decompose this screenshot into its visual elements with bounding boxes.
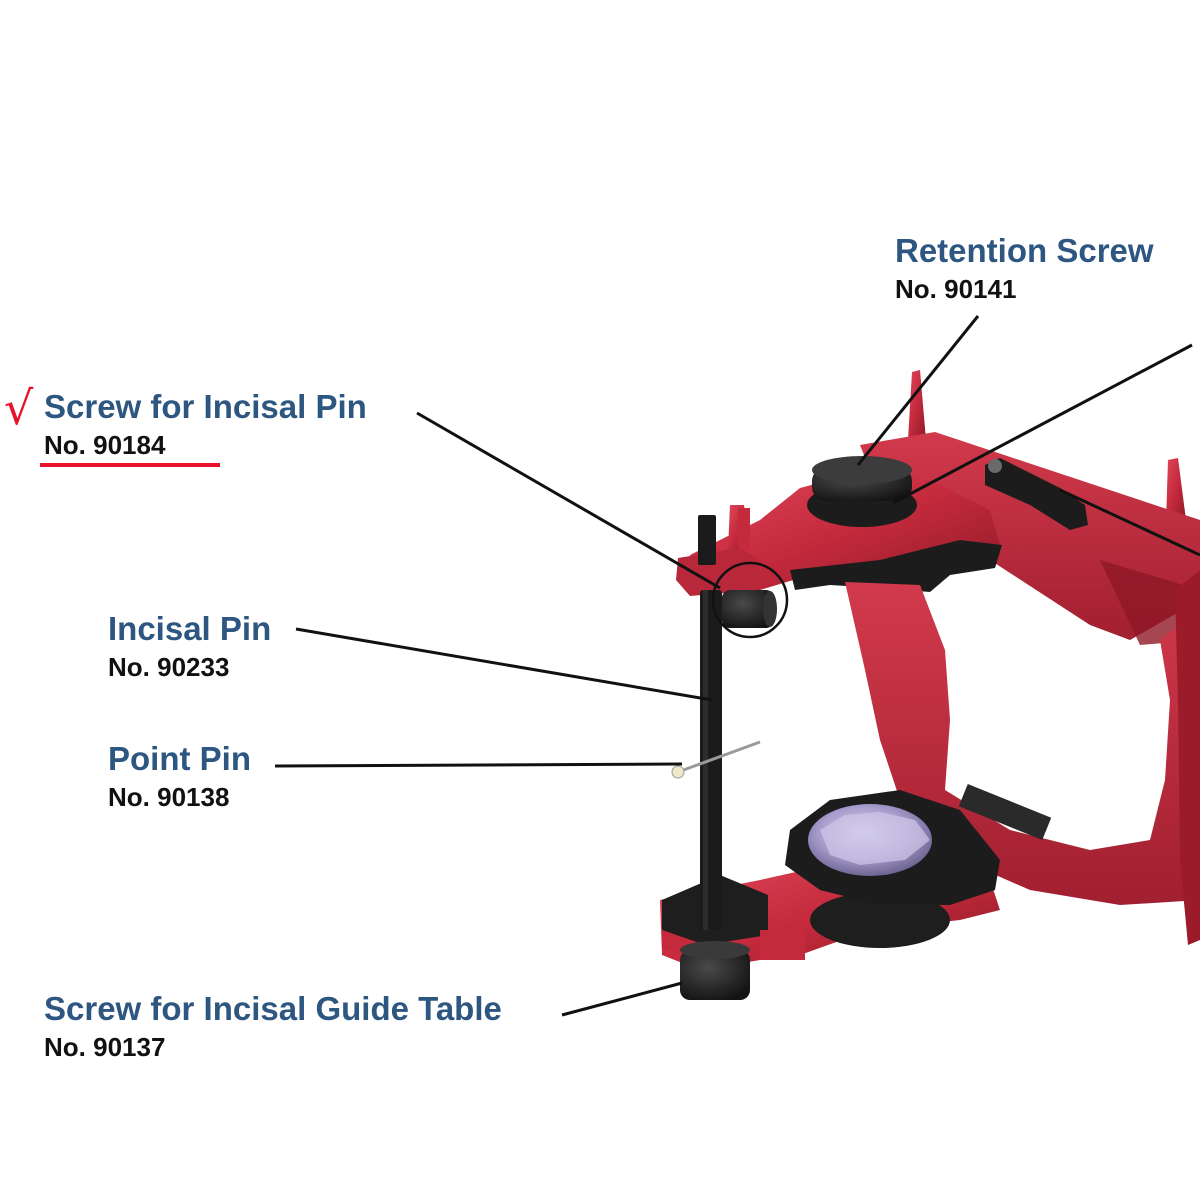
leader-guide-table-screw	[561, 981, 683, 1017]
leader-upper-right	[892, 343, 1193, 505]
red-underline	[40, 463, 220, 467]
label-incisal-pin-name: Incisal Pin	[108, 610, 272, 647]
callout-circle	[711, 561, 789, 639]
label-guide-table-screw-number: No. 90137	[44, 1032, 166, 1062]
guide-table-screw-knob	[680, 950, 750, 1000]
label-screw-incisal-pin-name: Screw for Incisal Pin	[44, 388, 367, 425]
label-point-pin-name: Point Pin	[108, 740, 251, 777]
incisal-pin-holder	[676, 548, 760, 596]
label-incisal-pin-number: No. 90233	[108, 652, 230, 682]
leader-incisal-pin	[295, 627, 713, 702]
label-screw-incisal-pin-number: No. 90184	[44, 430, 166, 460]
incisal-pin-screw	[722, 590, 774, 628]
frame-rear-post-left	[908, 370, 926, 440]
point-pin	[677, 740, 761, 774]
label-retention-screw-number: No. 90141	[895, 274, 1017, 304]
leader-screw-incisal-pin	[416, 411, 721, 590]
label-point-pin-number: No. 90138	[108, 782, 230, 812]
red-check-mark: √	[4, 381, 34, 435]
label-guide-table-screw-name: Screw for Incisal Guide Table	[44, 990, 502, 1027]
leader-lower-right	[1059, 488, 1200, 557]
upper-black-bracket	[790, 540, 1002, 592]
frame-rear-post-right	[1166, 458, 1186, 522]
lock-lever	[985, 458, 1088, 530]
leader-point-pin	[274, 762, 683, 768]
label-retention-screw-name: Retention Screw	[895, 232, 1154, 269]
leader-retention-screw	[856, 315, 980, 466]
